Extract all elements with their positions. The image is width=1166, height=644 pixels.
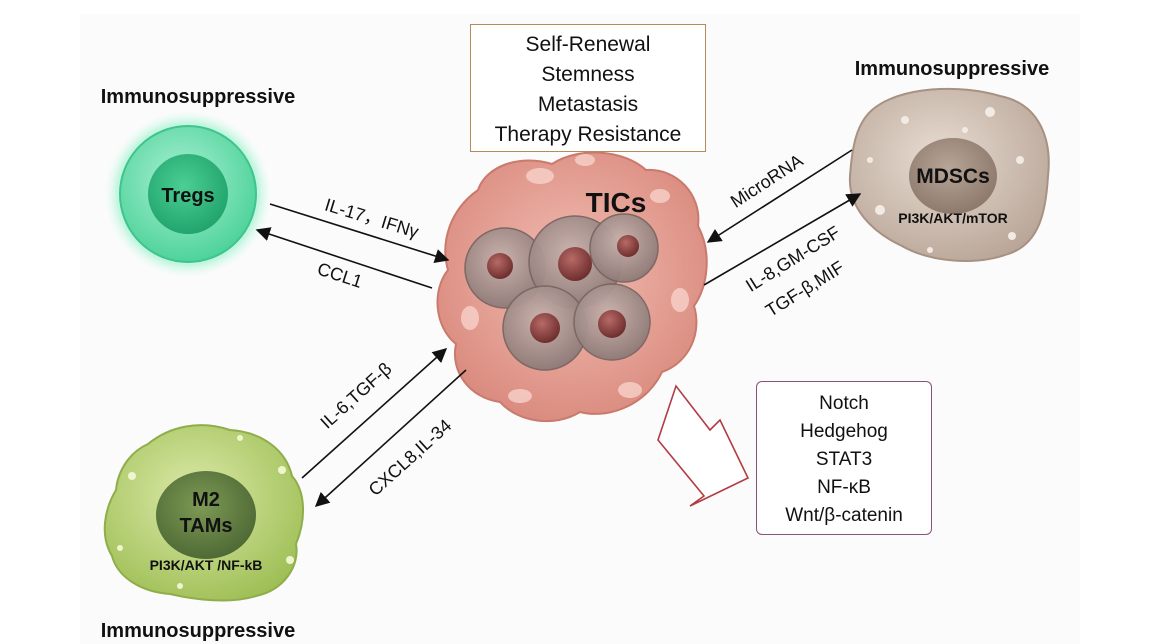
tics-label: TICs: [586, 187, 647, 218]
tregs-nucleus: [148, 154, 228, 234]
pathway-notch: Notch: [819, 393, 869, 414]
trait-therapy-resistance: Therapy Resistance: [494, 123, 682, 146]
mdscs-pathway-label: PI3K/AKT/mTOR: [898, 210, 1007, 226]
arrow-tics-to-tregs: [255, 227, 433, 289]
tregs-cell: Tregs: [104, 110, 272, 278]
pathway-wnt-beta-catenin: Wnt/β-catenin: [785, 505, 903, 526]
hollow-arrow-to-pathways: [657, 384, 750, 507]
tregs-label: Tregs: [161, 185, 214, 207]
tams-pathway-label: PI3K/AKT /NF-kB: [150, 557, 263, 573]
tams-label-tams: TAMs: [180, 515, 233, 537]
tumor-cell-cluster: [464, 213, 659, 371]
tregs-signal-in-label: IL-17，IFNγ: [322, 195, 421, 242]
tams-label-m2: M2: [192, 489, 220, 511]
mdscs-cell: MDSCs PI3K/AKT/mTOR: [848, 87, 1050, 262]
pathway-hedgehog: Hedgehog: [800, 421, 888, 442]
pathway-stat3: STAT3: [815, 449, 873, 470]
pathway-nf-kb: NF-κB: [817, 477, 871, 498]
tic-traits-box: Self-Renewal Stemness Metastasis Therapy…: [470, 24, 706, 152]
arrow-tics-to-tams: [314, 369, 467, 507]
mdscs-nucleus: [909, 138, 997, 214]
arrow-tams-to-tics: [301, 348, 448, 479]
mdscs-signal-in-label: MicroRNA: [727, 150, 807, 211]
trait-self-renewal: Self-Renewal: [525, 33, 651, 56]
mdscs-immunosuppressive-label: Immunosuppressive: [855, 58, 1050, 80]
tumor-mass: TICs: [436, 151, 708, 423]
trait-metastasis: Metastasis: [537, 93, 639, 116]
interaction-arrows: [255, 149, 862, 507]
signaling-pathways-box: Notch Hedgehog STAT3 NF-κB Wnt/β-catenin: [756, 381, 932, 535]
mdscs-label: MDSCs: [916, 165, 990, 188]
tams-signal-in-label: IL-6,TGF-β: [316, 359, 395, 433]
tregs-immunosuppressive-label: Immunosuppressive: [101, 86, 296, 108]
trait-stemness: Stemness: [541, 63, 635, 86]
tams-cell: M2 TAMs PI3K/AKT /NF-kB: [103, 424, 305, 602]
arrow-tics-to-mdscs: [703, 193, 862, 286]
arrow-mdscs-to-tics: [706, 149, 853, 243]
tams-signal-out-label: CXCL8,IL-34: [365, 415, 456, 499]
arrow-tregs-to-tics: [269, 203, 450, 263]
tams-immunosuppressive-label: Immunosuppressive: [101, 620, 296, 642]
tams-nucleus: [156, 471, 256, 559]
